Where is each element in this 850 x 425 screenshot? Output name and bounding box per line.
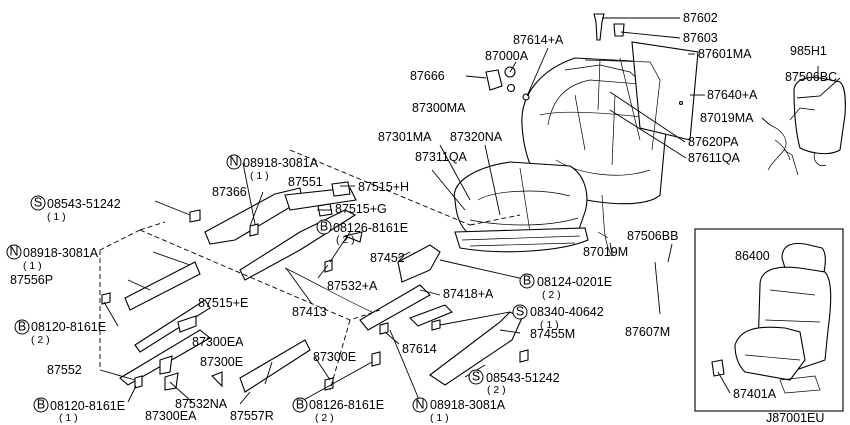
part-labels: 87602 87603 87614+A 87000A 87601MA 985H1… xyxy=(10,11,837,423)
seat-cushion-drawing xyxy=(453,161,589,253)
callout-code: 08124-0201E xyxy=(537,275,612,289)
label-87603: 87603 xyxy=(683,31,718,45)
label-87301ma: 87301MA xyxy=(378,130,432,144)
callout-code: 08126-8161E xyxy=(309,398,384,412)
label-87551: 87551 xyxy=(288,175,323,189)
callout-symbol: B xyxy=(18,320,26,334)
assembly-guide-lines xyxy=(99,149,521,391)
label-87515-g: 87515+G xyxy=(335,202,387,216)
callout-qty: ( 1 ) xyxy=(47,211,66,223)
callout-screw-08543-left: S 08543-51242 ( 1 ) xyxy=(30,195,121,223)
callout-qty: ( 1 ) xyxy=(250,170,269,182)
label-87300ea-bottom: 87300EA xyxy=(145,409,197,423)
callout-code: 08340-40642 xyxy=(530,305,604,319)
callout-symbol: N xyxy=(415,398,424,412)
callout-bolt-08126-bottom: B 08126-8161E ( 2 ) xyxy=(292,397,384,424)
label-87552: 87552 xyxy=(47,363,82,377)
label-87401a: 87401A xyxy=(733,387,777,401)
callout-code: 08543-51242 xyxy=(47,197,121,211)
leader-lines xyxy=(99,17,841,405)
label-87556p: 87556P xyxy=(10,273,53,287)
label-87311qa: 87311QA xyxy=(415,150,468,164)
callout-screw-08543-right: S 08543-51242 ( 2 ) xyxy=(468,369,560,396)
callout-symbol: B xyxy=(523,274,531,288)
label-87019ma: 87019MA xyxy=(700,111,754,125)
callout-screw-08340: S 08340-40642 ( 1 ) xyxy=(512,304,604,331)
label-87000a: 87000A xyxy=(485,49,529,63)
callout-bolt-08126-top: B 08126-8161E ( 2 ) xyxy=(316,219,408,246)
callout-qty: ( 1 ) xyxy=(23,260,42,272)
callout-nut-08918-top: N 08918-3081A ( 1 ) xyxy=(226,154,319,182)
label-87666: 87666 xyxy=(410,69,445,83)
callout-symbol: N xyxy=(229,155,238,169)
callout-symbol: S xyxy=(34,196,42,210)
callout-qty: ( 2 ) xyxy=(31,334,50,346)
callout-symbol: B xyxy=(37,398,45,412)
callout-symbol: N xyxy=(9,245,18,259)
callout-qty: ( 1 ) xyxy=(540,319,559,331)
callout-symbol: B xyxy=(320,220,328,234)
diagram-reference-code: J87001EU xyxy=(766,411,824,425)
callout-nut-08918-left: N 08918-3081A ( 1 ) xyxy=(6,244,99,272)
label-87300ea-top: 87300EA xyxy=(192,335,244,349)
callout-code: 08120-8161E xyxy=(50,399,125,413)
label-87320na: 87320NA xyxy=(450,130,503,144)
label-985h1: 985H1 xyxy=(790,44,827,58)
callout-code: 08918-3081A xyxy=(243,156,319,170)
label-87611qa: 87611QA xyxy=(688,151,741,165)
label-87506bb: 87506BB xyxy=(627,229,678,243)
label-87640-a: 87640+A xyxy=(707,88,758,102)
label-87532-a: 87532+A xyxy=(327,279,378,293)
callout-qty: ( 2 ) xyxy=(336,234,355,246)
callout-qty: ( 2 ) xyxy=(542,289,561,301)
label-87532na: 87532NA xyxy=(175,397,228,411)
callout-code: 08543-51242 xyxy=(486,371,560,385)
callout-qty: ( 2 ) xyxy=(487,384,506,396)
label-87300e-mid: 87300E xyxy=(200,355,243,369)
label-87455m: 87455M xyxy=(530,327,575,341)
callout-code: 08918-3081A xyxy=(430,398,506,412)
label-87614-a: 87614+A xyxy=(513,33,564,47)
label-87620pa: 87620PA xyxy=(688,135,739,149)
callout-symbol: B xyxy=(296,398,304,412)
callout-bolt-08120-bottom: B 08120-8161E ( 1 ) xyxy=(33,397,125,424)
seat-harness-drawing xyxy=(597,107,816,257)
label-87300e-right: 87300E xyxy=(313,350,356,364)
label-87418-a: 87418+A xyxy=(443,287,494,301)
label-87019m: 87019M xyxy=(583,245,628,259)
label-87607m: 87607M xyxy=(625,325,670,339)
label-87515-h: 87515+H xyxy=(358,180,409,194)
callout-bolt-08120-top: B 08120-8161E ( 2 ) xyxy=(14,319,106,346)
seat-slide-assembly-drawing xyxy=(101,181,529,393)
label-87614: 87614 xyxy=(402,342,437,356)
callout-code: 08126-8161E xyxy=(333,221,408,235)
callout-symbol: S xyxy=(516,305,524,319)
label-87300ma: 87300MA xyxy=(412,101,466,115)
callout-nut-08918-bottom: N 08918-3081A ( 1 ) xyxy=(412,397,506,424)
callout-qty: ( 1 ) xyxy=(59,412,78,424)
label-87515-e: 87515+E xyxy=(198,296,248,310)
label-87366: 87366 xyxy=(212,185,247,199)
inset-complete-seat xyxy=(694,228,844,412)
callout-bolt-08124: B 08124-0201E ( 2 ) xyxy=(519,273,612,301)
label-87452: 87452 xyxy=(370,251,405,265)
label-87506bc: 87506BC xyxy=(785,70,837,84)
headrest-guide-drawing xyxy=(485,13,625,101)
label-87601ma: 87601MA xyxy=(698,47,752,61)
callout-code: 08918-3081A xyxy=(23,246,99,260)
callout-qty: ( 1 ) xyxy=(430,412,449,424)
label-86400: 86400 xyxy=(735,249,770,263)
label-87413: 87413 xyxy=(292,305,327,319)
back-board-drawing xyxy=(631,41,699,141)
headrest-drawing xyxy=(793,76,846,166)
callout-qty: ( 2 ) xyxy=(315,412,334,424)
label-87602: 87602 xyxy=(683,11,718,25)
callout-symbol: S xyxy=(472,370,480,384)
callout-code: 08120-8161E xyxy=(31,320,106,334)
label-87557r: 87557R xyxy=(230,409,274,423)
